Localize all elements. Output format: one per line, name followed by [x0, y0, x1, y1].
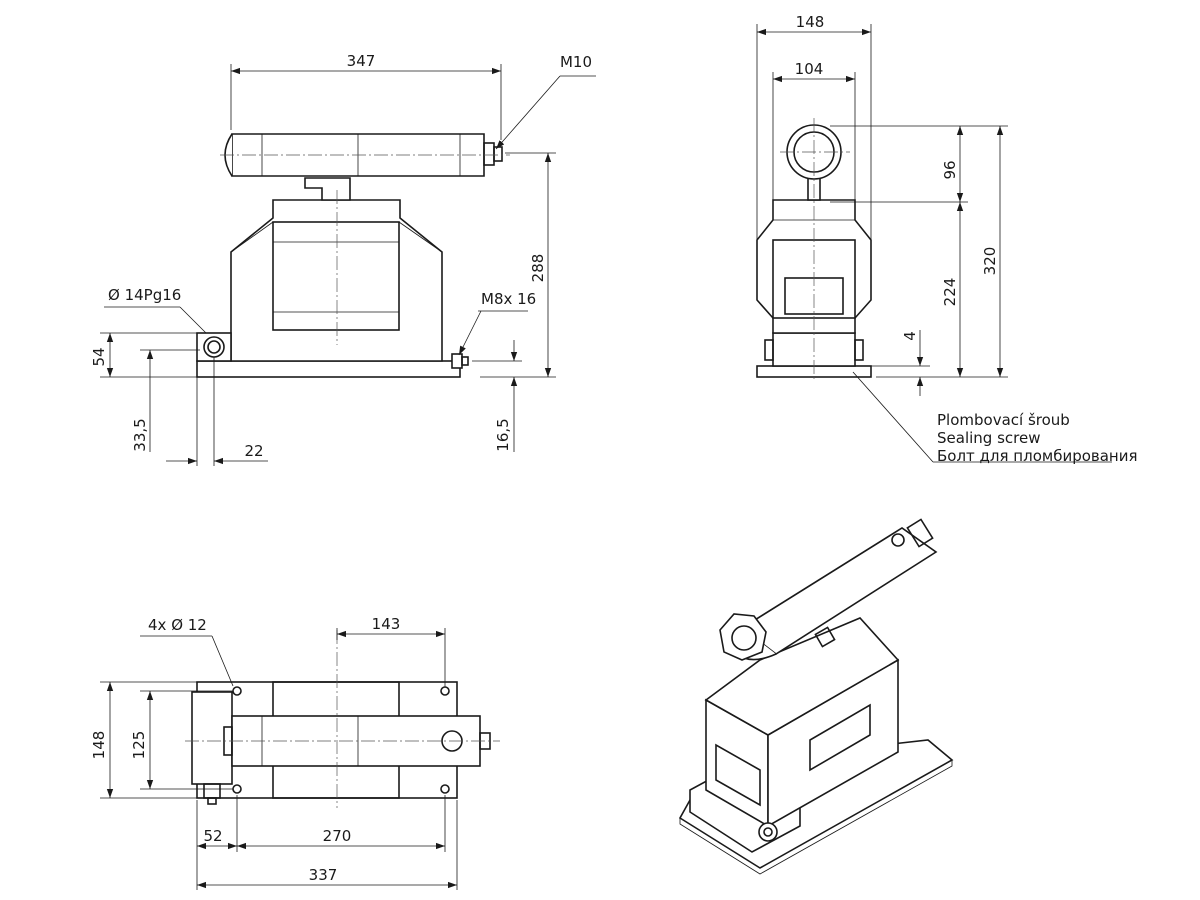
gland-offset-label: 22: [244, 442, 263, 460]
isometric-view: [678, 518, 954, 875]
head-height-label: 96: [941, 160, 959, 179]
gland-height-label: 54: [90, 347, 108, 366]
depth-holes-label: 125: [130, 731, 148, 760]
gland-label: Ø 14Pg16: [108, 286, 181, 304]
top-view-dimensions: 4x Ø 12 143 148 125 52 270 337: [90, 615, 458, 890]
side-height-label: 320: [981, 247, 999, 276]
seal-note-cs: Plombovací šroub: [937, 411, 1070, 429]
side-view-dimensions: 148 104 96 224 320 4 Plombovací šroub Se…: [756, 13, 1138, 465]
hole-spacing-label: 270: [323, 827, 352, 845]
front-view: [196, 133, 510, 378]
depth-outer-label: 148: [90, 731, 108, 760]
base-height-label: 4: [901, 331, 919, 341]
seal-note-ru: Болт для пломбирования: [937, 447, 1138, 465]
body-height-label: 224: [941, 278, 959, 307]
side-width-inner-label: 104: [795, 60, 824, 78]
top-view: [185, 630, 500, 808]
front-width-label: 347: [347, 52, 376, 70]
side-view: [756, 118, 872, 380]
holes-label: 4x Ø 12: [148, 616, 207, 634]
length-total-label: 337: [309, 866, 338, 884]
left-offset-label: 52: [203, 827, 222, 845]
gland-center-label: 33,5: [131, 418, 149, 451]
side-width-outer-label: 148: [796, 13, 825, 31]
base-bolt-label: M8x 16: [481, 290, 536, 308]
seal-note-en: Sealing screw: [937, 429, 1040, 447]
base-thickness-label: 16,5: [494, 418, 512, 451]
front-view-dimensions: 347 M10 288 Ø 14Pg16 M8x 16 54 33,5 22 1…: [90, 52, 596, 466]
front-height-label: 288: [529, 254, 547, 283]
offset-right-label: 143: [372, 615, 401, 633]
thread-top-label: M10: [560, 53, 592, 71]
